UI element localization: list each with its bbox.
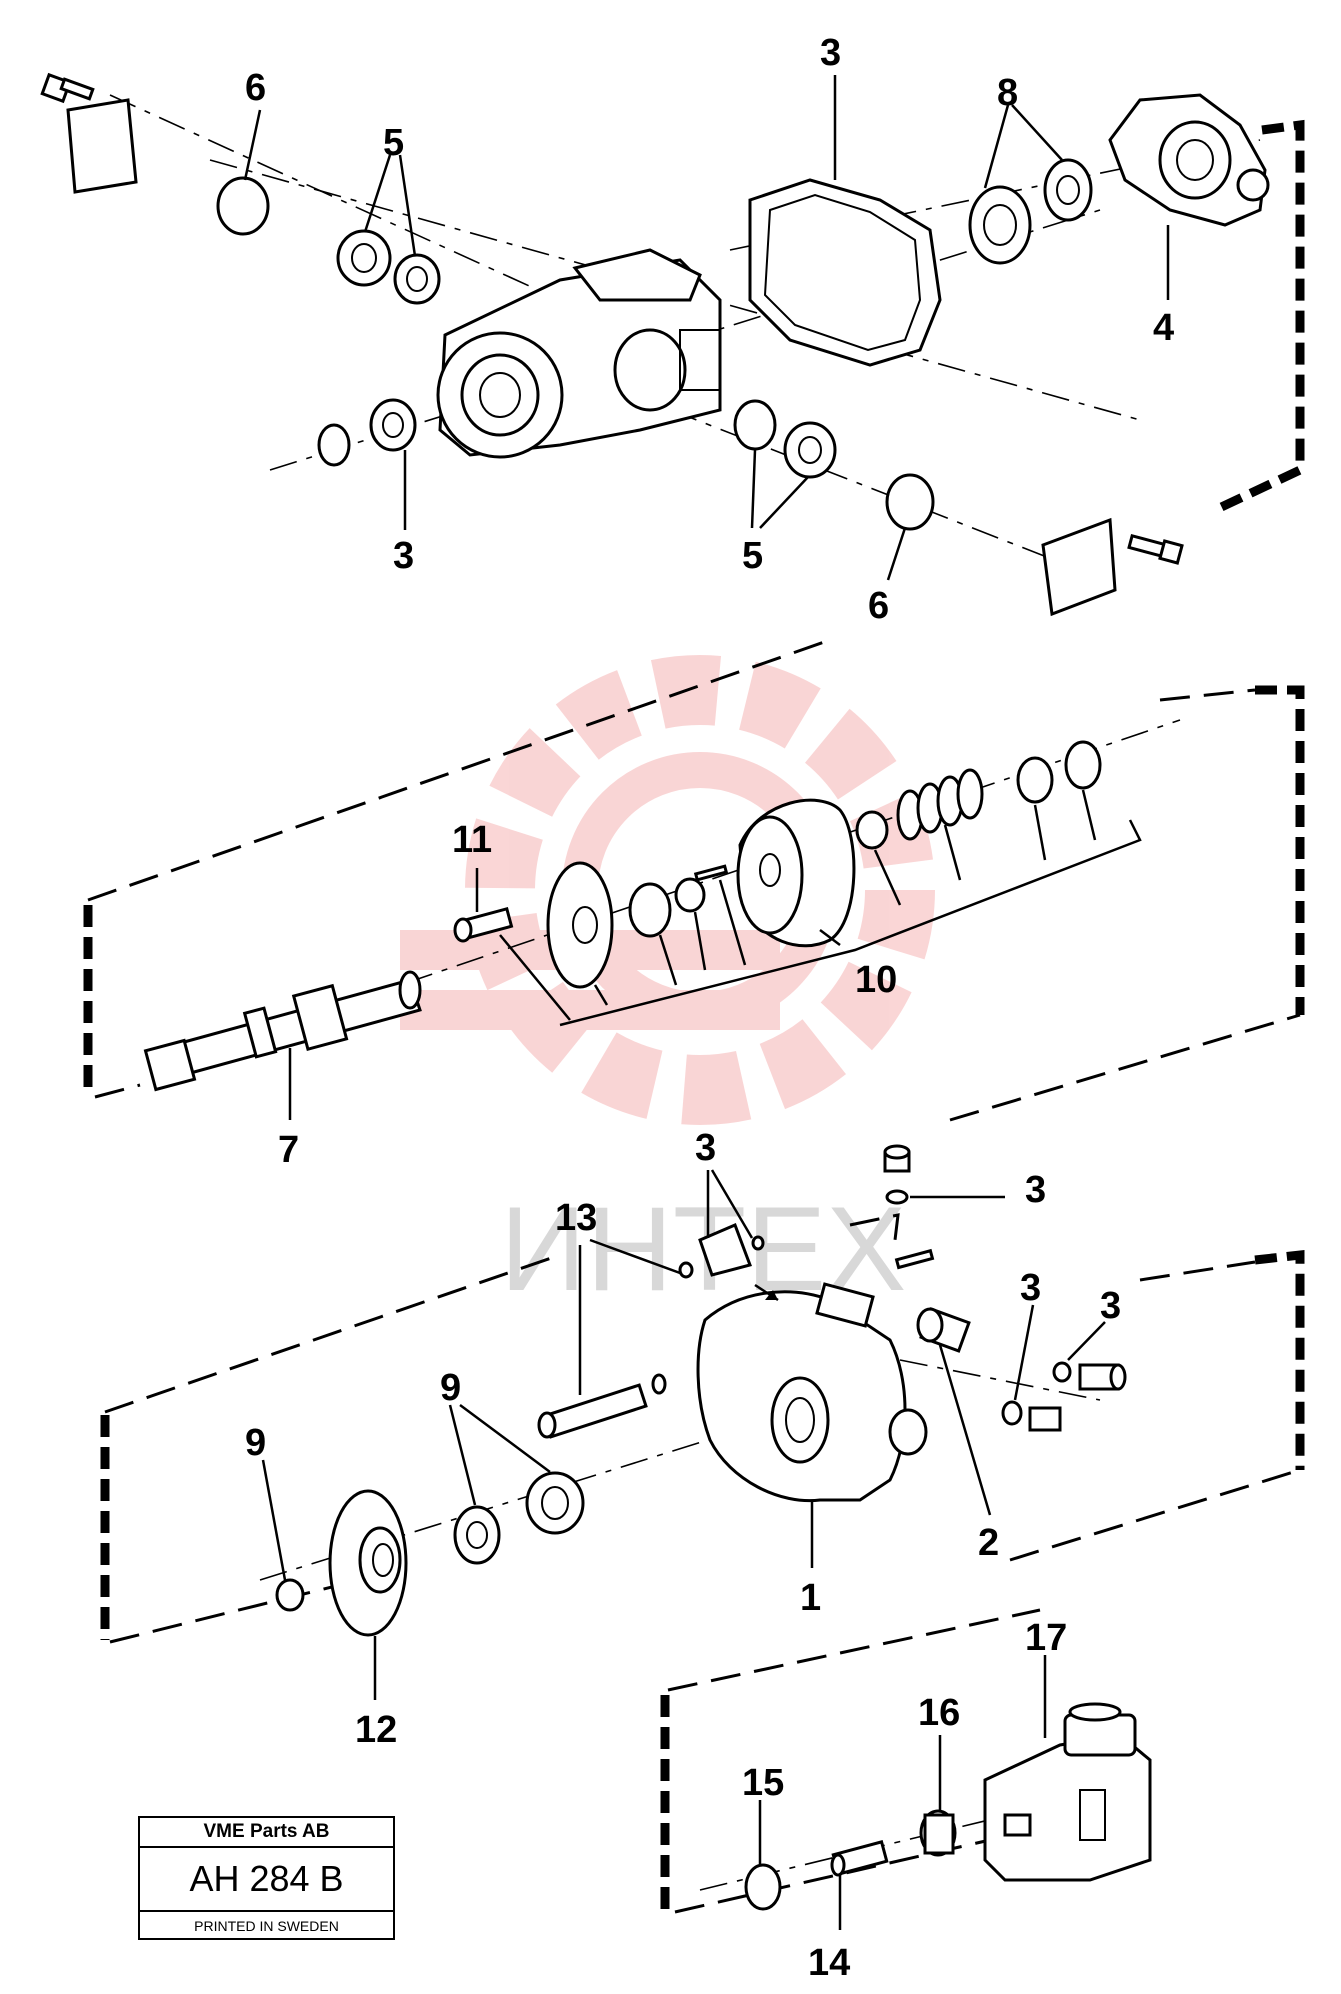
plug-right <box>1052 1361 1127 1391</box>
group-bracket-10 <box>559 819 1142 1027</box>
callout-3-oring-a: 3 <box>1020 1267 1041 1309</box>
callout-3-plug: 3 <box>1025 1169 1046 1211</box>
top-assembly: 6 5 3 8 4 3 5 6 <box>40 32 1305 627</box>
clip <box>674 877 706 913</box>
callout-3-gasket-small: 3 <box>695 1127 716 1169</box>
lower-assembly: 13 3 3 3 3 9 9 12 1 2 <box>100 1127 1305 1751</box>
callout-9-mid: 9 <box>440 1367 461 1409</box>
callout-5-top: 5 <box>383 122 404 164</box>
bolt-top-left <box>40 72 95 104</box>
port-plate <box>546 861 614 989</box>
bearing-ring-5-bottom <box>783 421 837 479</box>
roller-bearing-3-left <box>369 398 417 452</box>
middle-assembly: 11 10 7 <box>83 638 1305 1171</box>
callout-4: 4 <box>1153 307 1174 349</box>
end-cover-4 <box>1108 93 1270 227</box>
washer <box>855 810 889 850</box>
cylinder-block <box>736 798 856 948</box>
leaders-top <box>243 75 1170 581</box>
title-block-printed: PRINTED IN SWEDEN <box>194 1918 339 1934</box>
end-plate-12 <box>328 1489 408 1637</box>
small-pin <box>693 864 729 882</box>
frame-top-right <box>1213 119 1305 515</box>
leaders-motor <box>758 1655 1047 1930</box>
drive-shaft-7 <box>143 970 422 1092</box>
callout-5-bottom: 5 <box>742 535 763 577</box>
callout-2: 2 <box>978 1522 999 1564</box>
title-block-code: AH 284 B <box>140 1848 393 1912</box>
pin-13 <box>537 1373 667 1439</box>
motor-assembly: 17 16 15 14 <box>660 1608 1152 1984</box>
gasket-small-3 <box>698 1223 752 1277</box>
leaders-middle <box>288 789 1097 1120</box>
plug-small <box>1028 1406 1062 1432</box>
oring-15 <box>744 1863 782 1911</box>
pump-housing <box>436 248 722 459</box>
oring-plug <box>885 1189 909 1205</box>
cover-plate-bottom <box>1041 517 1117 617</box>
seal-left <box>317 423 351 467</box>
spring-seat <box>1016 756 1054 804</box>
callout-11: 11 <box>452 819 492 861</box>
bearing-cup-8 <box>968 185 1032 265</box>
callout-9-left: 9 <box>245 1422 266 1464</box>
callout-10: 10 <box>855 959 897 1001</box>
oring-right <box>1001 1400 1023 1426</box>
spring <box>896 768 984 841</box>
oring-6-bottom <box>885 473 935 531</box>
callout-3-oring-b: 3 <box>1100 1285 1121 1327</box>
title-block: VME Parts AB AH 284 B PRINTED IN SWEDEN <box>138 1816 395 1940</box>
title-block-company: VME Parts AB <box>140 1818 393 1848</box>
callout-6-top: 6 <box>245 67 266 109</box>
coupling-body <box>923 1813 955 1855</box>
callout-7: 7 <box>278 1129 299 1171</box>
plug-top <box>883 1144 911 1173</box>
frame-mid-right <box>1255 685 1305 1015</box>
roller-bearing-8 <box>1043 158 1093 222</box>
roller-bearing-5-top <box>393 253 441 305</box>
sleeve-14 <box>830 1840 889 1877</box>
oring-small-13 <box>678 1261 694 1279</box>
callout-3-left: 3 <box>393 535 414 577</box>
bushing <box>628 882 672 938</box>
bolt-bottom-right <box>1127 533 1184 565</box>
bearing-ring-5-top <box>336 229 392 287</box>
callout-1: 1 <box>800 1577 821 1619</box>
small-screw <box>894 1248 935 1270</box>
callout-13: 13 <box>555 1197 597 1239</box>
oring-6-top <box>216 176 270 236</box>
callout-17: 17 <box>1025 1617 1067 1659</box>
callout-8: 8 <box>997 72 1018 114</box>
callout-3-gasket-top: 3 <box>820 32 841 74</box>
hydraulic-motor-17 <box>983 1702 1152 1882</box>
leaders-lower <box>261 1169 1106 1700</box>
roller-bearing-9 <box>453 1505 501 1565</box>
pin-11 <box>453 906 514 943</box>
fitting-2 <box>916 1307 971 1353</box>
callout-16: 16 <box>918 1692 960 1734</box>
bearing-cup-9 <box>525 1471 585 1535</box>
seal-9 <box>275 1578 305 1612</box>
cover-plate-top <box>66 98 138 194</box>
retaining-ring <box>1064 740 1102 790</box>
callout-12: 12 <box>355 1709 397 1751</box>
frame-low-right <box>1254 1249 1305 1470</box>
pump-body-1 <box>696 1282 928 1503</box>
callout-6-bottom: 6 <box>868 585 889 627</box>
callout-15: 15 <box>742 1762 784 1804</box>
callout-14: 14 <box>808 1942 850 1984</box>
roller-bearing-5-bottom <box>733 399 777 451</box>
